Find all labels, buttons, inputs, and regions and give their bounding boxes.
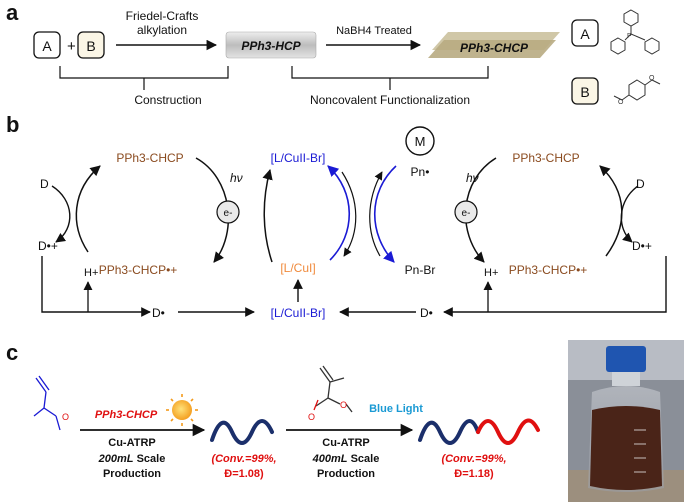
box-b-label: B <box>86 38 95 54</box>
left-regeneration-line <box>41 256 151 317</box>
method2-label: Cu-ATRP <box>322 437 369 449</box>
arrow1-label-top: Friedel-Crafts <box>126 9 199 23</box>
polymer-chain-1 <box>210 419 274 445</box>
result2-line1: (Conv.=99%, <box>441 453 506 465</box>
donor-right-arrow <box>620 185 639 243</box>
method1-label: Cu-ATRP <box>108 437 155 449</box>
donor-left-arrow <box>51 185 71 243</box>
catalyst-label: PPh3-CHCP <box>95 409 158 421</box>
cu2-bottom: [L/CuII-Br] <box>271 306 326 320</box>
ppcp-radical-bottom-left: PPh3-CHCP•+ <box>99 263 178 277</box>
deactivation-arrow <box>327 165 350 261</box>
bracket-functionalization <box>291 66 489 79</box>
result2-line2: Đ=1.18) <box>454 468 494 480</box>
production1-label: Production <box>103 468 161 480</box>
bracket-functionalization-label: Noncovalent Functionalization <box>310 93 470 107</box>
activation-arrow <box>374 165 397 263</box>
donor-radical-right: D• <box>420 306 433 320</box>
panel-label-b: b <box>6 112 19 137</box>
proton-left: H+ <box>84 267 98 279</box>
legend-box-a-label: A <box>580 26 590 42</box>
svg-text:O: O <box>649 75 655 82</box>
panel-label-c: c <box>6 340 18 365</box>
electron-left-label: e- <box>224 208 233 219</box>
polymer-bromide: Pn-Br <box>405 263 436 277</box>
donor-radical-left: D• <box>152 306 165 320</box>
hcp-slab <box>225 31 317 59</box>
result1-line2: Đ=1.08) <box>224 468 264 480</box>
mma-oxygen-carbonyl: O <box>308 412 315 422</box>
right-cycle-right-arrow <box>599 165 623 257</box>
bracket-construction <box>59 66 229 79</box>
scale1-label: 200mL Scale <box>98 453 166 465</box>
methyl-acrylate-structure <box>33 375 61 431</box>
donor-left: D <box>40 177 49 191</box>
donor-radical-cation-right: D•+ <box>632 239 652 253</box>
proton-right: H+ <box>484 267 498 279</box>
cu1: [L/CuI] <box>280 261 315 275</box>
result1-line1: (Conv.=99%, <box>211 453 276 465</box>
electron-right <box>454 200 478 224</box>
light-label: Blue Light <box>369 403 423 415</box>
electron-left <box>216 200 240 224</box>
panel-label-a: a <box>6 0 19 25</box>
polymer-chain-2-block1 <box>418 419 480 445</box>
arrow2-label: NaBH4 Treated <box>336 25 412 37</box>
ppcp-top-right: PPh3-CHCP <box>512 151 579 165</box>
triphenylphosphine-structure: P <box>610 9 660 55</box>
chcp-sheet-front <box>428 40 556 58</box>
left-cycle-left-arrow <box>75 165 101 253</box>
legend-box-b <box>571 77 599 105</box>
electron-right-label: e- <box>462 208 471 219</box>
activation-arrow-inner <box>369 171 383 257</box>
ppcp-top-left: PPh3-CHCP <box>116 151 183 165</box>
sun-icon <box>172 400 192 420</box>
methyl-methacrylate-structure <box>313 365 353 413</box>
hv-left: hν <box>230 171 243 185</box>
donor-right: D <box>636 177 645 191</box>
box-b <box>77 31 105 59</box>
cu2-top: [L/CuII-Br] <box>271 151 326 165</box>
right-regeneration-line <box>443 256 667 317</box>
legend-box-b-label: B <box>580 84 589 100</box>
cu-reduction-arrow <box>262 168 273 263</box>
sun-rays <box>166 394 198 426</box>
plus-sign: + <box>67 38 76 55</box>
bracket-construction-label: Construction <box>134 93 201 107</box>
ppcp-radical-bottom-right: PPh3-CHCP•+ <box>509 263 588 277</box>
box-a-label: A <box>42 38 52 54</box>
mma-oxygen-ester: O <box>340 400 347 410</box>
production2-label: Production <box>317 468 375 480</box>
legend-box-a <box>571 19 599 47</box>
polymer-chain-2-block2 <box>476 418 540 445</box>
scale2-label: 400mL Scale <box>312 453 380 465</box>
reaction-bottle-photo <box>568 340 684 502</box>
polymer-radical: Pn• <box>411 165 430 179</box>
product1-label: PPh3-HCP <box>241 39 301 53</box>
product2-label: PPh3-CHCP <box>460 41 529 55</box>
svg-text:P: P <box>627 33 632 40</box>
dimethoxybenzene-structure: O O <box>613 75 661 106</box>
deactivation-arrow-inner <box>341 171 357 257</box>
monomer-label: M <box>415 134 426 149</box>
hv-right: hν <box>466 171 479 185</box>
donor-radical-cation-left: D•+ <box>38 239 58 253</box>
acrylate-oxygen-ester: O <box>62 412 69 422</box>
svg-text:O: O <box>618 99 624 106</box>
monomer-loop <box>405 126 435 156</box>
arrow1-label-bottom: alkylation <box>137 23 187 37</box>
box-a <box>33 31 61 59</box>
